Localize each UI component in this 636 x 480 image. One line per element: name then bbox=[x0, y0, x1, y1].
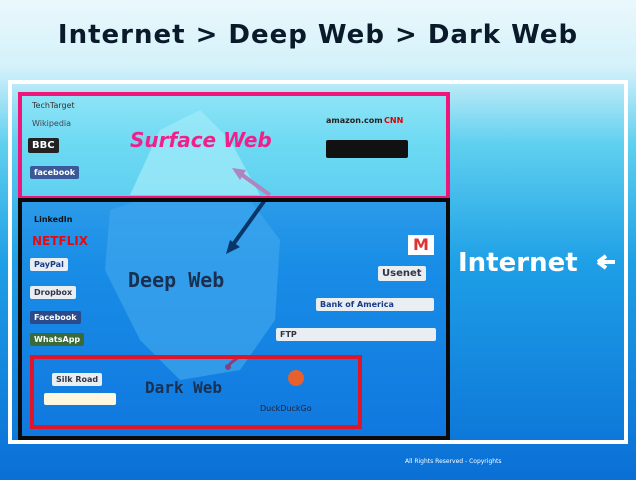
gmail-icon: M bbox=[408, 235, 434, 255]
logo-linkedin: LinkedIn bbox=[34, 215, 73, 224]
surface-web-label: Surface Web bbox=[130, 128, 272, 152]
logo-bbc: BBC bbox=[28, 138, 59, 153]
logo-amazon: amazon.com bbox=[326, 116, 383, 125]
duckduckgo-icon bbox=[288, 370, 304, 386]
logo-dropbox: Dropbox bbox=[30, 286, 77, 299]
logo-techtarget: TechTarget bbox=[32, 101, 75, 110]
deep-web-box bbox=[18, 198, 450, 440]
logo-usenet: Usenet bbox=[378, 266, 426, 281]
logo-dark-banner bbox=[326, 140, 408, 158]
logo-silk-road: Silk Road bbox=[52, 373, 103, 386]
title: Internet > Deep Web > Dark Web bbox=[57, 20, 579, 50]
logo-whatsapp: WhatsApp bbox=[30, 333, 85, 346]
internet-arrow bbox=[596, 254, 615, 270]
deep-web-label: Deep Web bbox=[128, 268, 225, 292]
internet-label: Internet bbox=[458, 248, 578, 278]
logo-wikipedia: Wikipedia bbox=[32, 119, 72, 128]
dark-web-box bbox=[30, 355, 362, 429]
logo-facebook: facebook bbox=[30, 166, 80, 179]
logo-cnn: CNN bbox=[384, 116, 404, 125]
logo-duckduckgo: DuckDuckGo bbox=[260, 404, 312, 413]
logo-dark-2 bbox=[44, 393, 116, 405]
logo-paypal: PayPal bbox=[30, 258, 68, 271]
internet-box bbox=[8, 80, 628, 444]
logo-netflix: NETFLIX bbox=[32, 234, 88, 248]
logo-ftp: FTP bbox=[276, 328, 436, 341]
arrow-deep-head bbox=[226, 240, 240, 254]
footer-copyright: All Rights Reserved - Copyrights bbox=[405, 458, 502, 465]
logo-facebook-2: Facebook bbox=[30, 311, 81, 324]
dark-web-label: Dark Web bbox=[145, 378, 223, 397]
arrow-deep bbox=[230, 198, 267, 248]
logo-bank-of-america: Bank of America bbox=[316, 298, 434, 311]
